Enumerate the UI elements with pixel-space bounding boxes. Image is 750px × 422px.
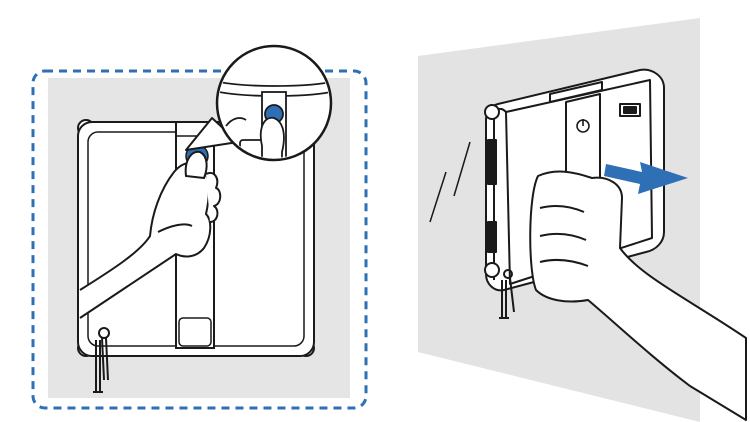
dashed-highlight-frame — [31, 69, 368, 410]
gripping-hand — [529, 170, 747, 421]
power-button-icon — [576, 119, 590, 133]
right-panel — [418, 18, 747, 422]
thumb — [184, 150, 208, 180]
push-arrow-icon — [604, 162, 688, 194]
safety-cord-right — [499, 269, 515, 319]
left-panel — [31, 44, 368, 410]
bottom-slot — [178, 317, 212, 347]
magnifier-callout-icon — [185, 44, 333, 162]
safety-cord — [93, 327, 110, 393]
glass-reflection — [429, 141, 471, 223]
